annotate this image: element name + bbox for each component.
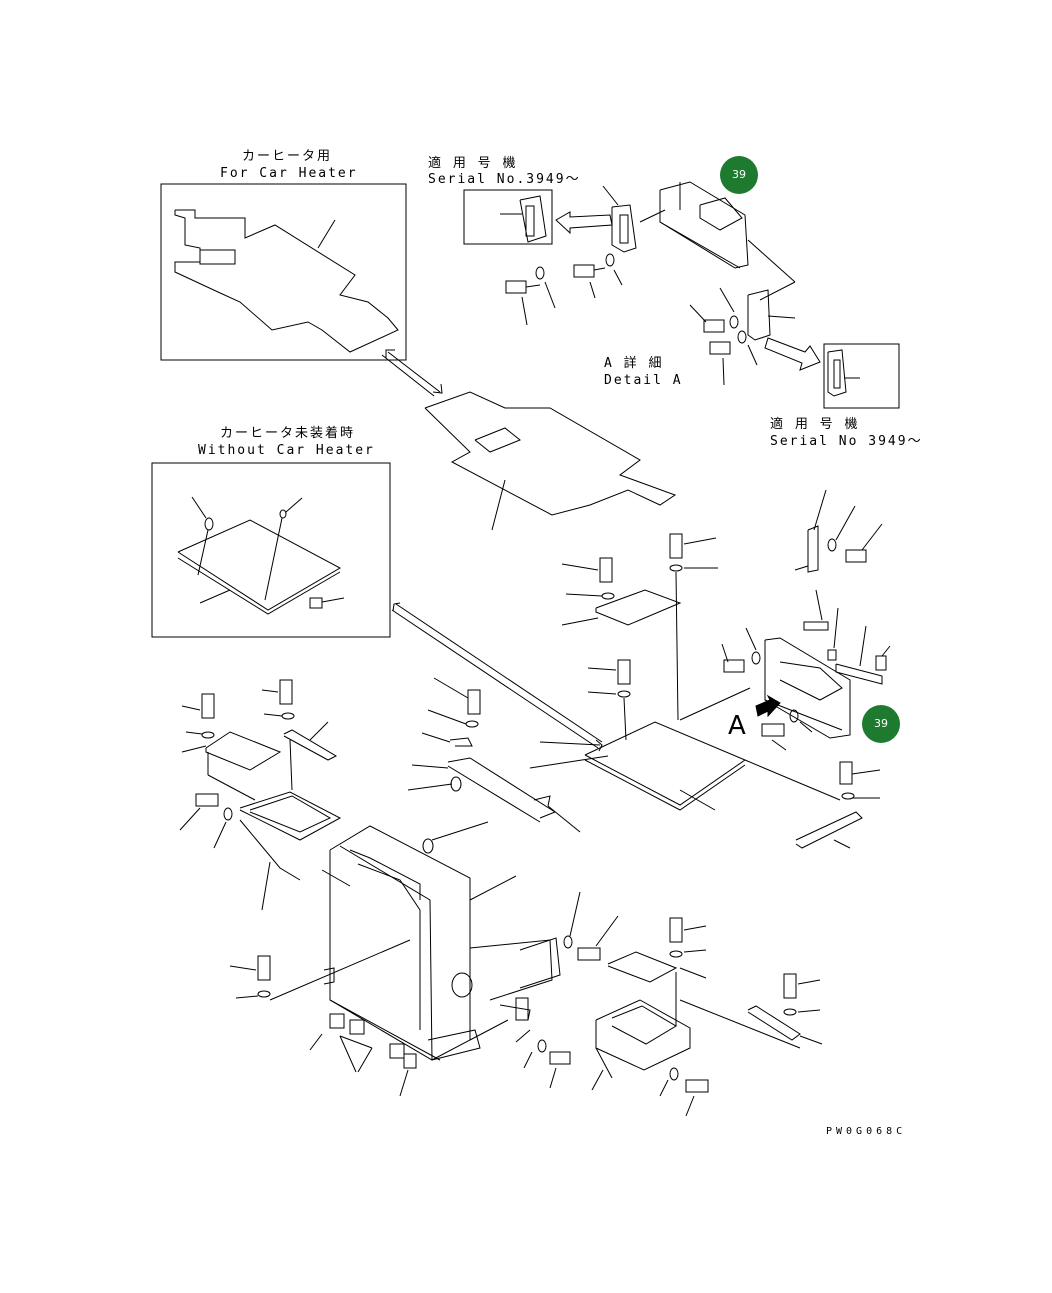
no-heater-inset bbox=[152, 463, 390, 637]
car-heater-label-en: For Car Heater bbox=[220, 166, 358, 181]
detail-a-bracket bbox=[506, 182, 820, 385]
seat-stand bbox=[324, 822, 570, 1088]
right-cluster bbox=[564, 892, 822, 1116]
left-cluster bbox=[180, 680, 416, 1096]
serial-top-label-en: Serial No.3949～ bbox=[428, 172, 581, 187]
no-heater-label-en: Without Car Heater bbox=[198, 443, 375, 458]
car-heater-inset bbox=[161, 184, 406, 360]
hollow-arrow-left bbox=[556, 212, 612, 233]
view-letter-a: A bbox=[728, 711, 746, 741]
view-arrow bbox=[756, 696, 780, 716]
serial-inset-top bbox=[464, 190, 612, 244]
callout-39-right[interactable]: 39 bbox=[862, 705, 900, 743]
drawing-code: PW0G068C bbox=[826, 1126, 907, 1137]
arrow-no-heater bbox=[392, 603, 602, 751]
fasteners-right bbox=[722, 490, 890, 848]
serial-right-label-jp: 適 用 号 機 bbox=[770, 417, 860, 432]
car-heater-label-jp: カーヒータ用 bbox=[242, 149, 333, 164]
no-heater-label-jp: カーヒータ未装着時 bbox=[220, 426, 356, 441]
serial-right-label-en: Serial No 3949～ bbox=[770, 434, 923, 449]
detail-a-label-en: Detail A bbox=[604, 373, 683, 388]
callout-39-top[interactable]: 39 bbox=[720, 156, 758, 194]
floor-plate bbox=[530, 688, 840, 810]
hollow-arrow-right bbox=[765, 338, 820, 370]
serial-top-label-jp: 適 用 号 機 bbox=[428, 156, 518, 171]
detail-a-label-jp: A 詳 細 bbox=[604, 356, 664, 371]
fasteners-center bbox=[408, 534, 718, 832]
heater-floor-mat bbox=[175, 210, 398, 352]
floor-mat bbox=[425, 392, 675, 530]
serial-inset-right bbox=[824, 344, 899, 408]
arrow-heater-mat bbox=[382, 350, 442, 396]
